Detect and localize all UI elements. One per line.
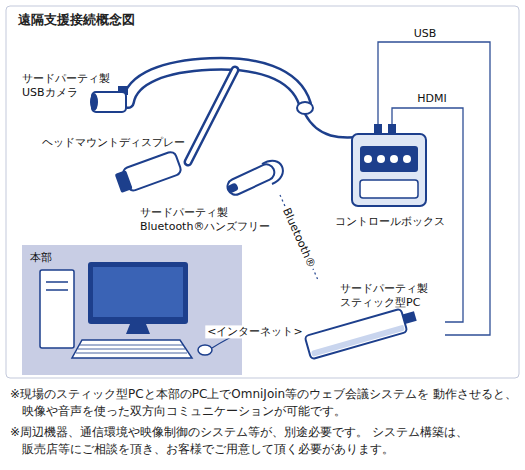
connector — [280, 195, 318, 280]
diagram-title: 遠隔支援接続概念図 — [18, 12, 135, 29]
keyboard-keys — [76, 345, 187, 353]
usb-plug — [374, 124, 382, 134]
pc-screen — [93, 267, 183, 317]
diagram-frame — [6, 6, 519, 378]
node-label: 本部 — [30, 251, 90, 265]
stick-shade — [311, 325, 405, 357]
edge-label: Bluetooth® — [279, 204, 319, 272]
control-panel — [360, 146, 418, 172]
camera-lens — [90, 93, 98, 111]
device-node: サードパーティ製 Bluetooth®ハンズフリー — [140, 155, 280, 234]
key-row — [76, 353, 187, 354]
bluetooth-handsfree — [225, 162, 277, 198]
control-box — [352, 134, 426, 206]
control-knob — [403, 155, 411, 163]
pc-tower-slot — [46, 289, 68, 291]
display-arm — [188, 70, 235, 162]
display-arm-inner — [188, 70, 235, 162]
node-label: コントロールボックス — [330, 215, 450, 229]
handsfree-body — [225, 162, 277, 198]
pc-tower-slot — [46, 281, 68, 283]
region-band: 本部 — [22, 245, 242, 375]
edge-label: HDMI — [415, 92, 448, 105]
pc-tower — [40, 270, 74, 348]
node-label: サードパーティ製 Bluetooth®ハンズフリー — [140, 206, 275, 234]
key-row — [78, 349, 185, 350]
head-mount-display — [114, 150, 182, 194]
control-knob — [364, 155, 372, 163]
node-label: ヘッドマウントディスプレー — [42, 136, 202, 150]
device-node: コントロールボックス — [330, 124, 452, 229]
edge-label: <インターネット> — [205, 325, 304, 338]
control-bar — [360, 180, 418, 198]
region-band — [22, 245, 242, 375]
pc-monitor — [88, 262, 188, 324]
control-knob — [377, 155, 385, 163]
device-node: サードパーティ製 スティック型PC — [300, 280, 445, 360]
node-label: サードパーティ製 スティック型PC — [340, 282, 442, 310]
pc-mouse — [198, 345, 212, 355]
stick-plug — [402, 311, 416, 324]
key-row — [80, 345, 183, 346]
device-node: サードパーティ製 USBカメラ — [22, 72, 124, 104]
control-knob — [390, 155, 398, 163]
handsfree-mic — [227, 182, 239, 193]
hdmi-plug — [388, 124, 396, 134]
node-label: サードパーティ製 USBカメラ — [22, 72, 122, 100]
footnote: ※周辺機器、通信環境や映像制御のシステム等が、別途必要です。 システム構築は、販… — [10, 424, 518, 459]
edge-label: USB — [412, 27, 439, 40]
pc-keyboard — [72, 340, 192, 358]
neckband-end — [297, 102, 313, 114]
device-node: ヘッドマウントディスプレー — [42, 136, 204, 152]
display-lens — [115, 170, 133, 193]
stick-body — [305, 309, 408, 360]
stick-pc — [305, 305, 419, 359]
monitor-stand — [126, 324, 150, 334]
footnote: ※現場のスティック型PCと本部のPC上でOmniJoin等のウェブ会議システムを… — [10, 386, 518, 421]
